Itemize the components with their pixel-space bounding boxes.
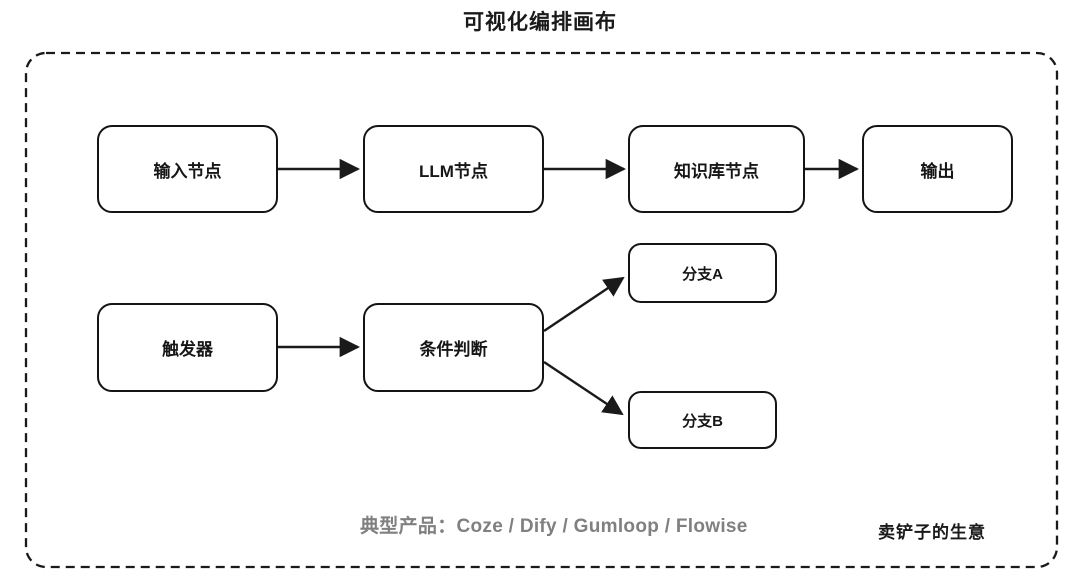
node-branch-b: 分支B [628,391,777,449]
node-output: 输出 [862,125,1013,213]
edge-condition-to-branch-b-arrow [543,361,624,416]
node-branch-a: 分支A [628,243,777,303]
node-llm: LLM节点 [363,125,544,213]
node-trigger: 触发器 [97,303,278,392]
node-output-label: 输出 [920,161,955,181]
node-branch-a-label: 分支A [682,265,723,283]
node-condition: 条件判断 [363,303,544,392]
edge-condition-to-branch-a-arrow [543,276,625,332]
node-knowledge-label: 知识库节点 [674,161,759,181]
page-title: 可视化编排画布 [463,11,617,34]
node-input-label: 输入节点 [153,161,222,181]
node-input: 输入节点 [97,125,278,213]
node-condition-label: 条件判断 [419,340,488,359]
node-branch-b-label: 分支B [682,412,723,430]
typical-products-caption: 典型产品：Coze / Dify / Gumloop / Flowise [360,516,748,537]
node-llm-label: LLM节点 [419,161,488,181]
shovel-business-note: 卖铲子的生意 [878,523,986,542]
node-knowledge: 知识库节点 [628,125,805,213]
node-trigger-label: 触发器 [162,340,213,359]
canvas-dashed-border [24,51,1059,569]
